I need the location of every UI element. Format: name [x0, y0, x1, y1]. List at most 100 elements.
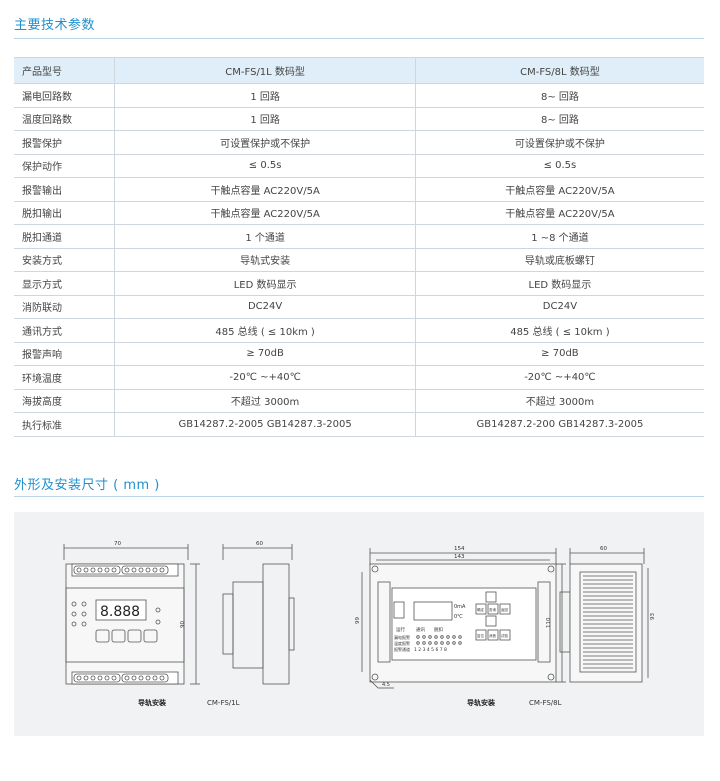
value-1l: ≥ 70dB: [114, 342, 416, 366]
dim-height-label: 90: [180, 621, 186, 628]
model-label-large: CM-FS/8L: [529, 699, 562, 707]
value-8l: ≤ 0.5s: [415, 154, 704, 178]
value-8l: 干触点容量 AC220V/5A: [415, 177, 704, 202]
table-row: 环境温度-20℃ ~+40℃-20℃ ~+40℃: [14, 365, 704, 390]
value-8l: ≥ 70dB: [415, 342, 704, 366]
param-name: 脱扣通道: [14, 224, 115, 249]
value-1l: 导轨式安装: [114, 248, 416, 272]
leak-alarm-row-label: 漏电报警: [394, 634, 410, 640]
value-1l: DC24V: [114, 295, 416, 319]
value-1l: ≤ 0.5s: [114, 154, 416, 178]
param-name: 环境温度: [14, 365, 115, 390]
unit-ma-label: 0mA: [454, 604, 466, 610]
trip-indicator-label: 脱扣: [434, 626, 443, 633]
dim-width-label: 70: [114, 541, 121, 547]
param-name: 温度回路数: [14, 107, 115, 131]
dim-hole-label: 4.5: [382, 682, 390, 688]
param-name: 报警声响: [14, 342, 115, 366]
value-8l: 8~ 回路: [415, 107, 704, 131]
value-8l: 可设置保护或不保护: [415, 130, 704, 155]
channel-numbers: 1 2 3 4 5 6 7 8: [414, 647, 447, 653]
section-title-dimensions: 外形及安装尺寸 ( mm ): [14, 478, 160, 493]
test-button-label: 试验: [501, 633, 509, 638]
header-model-1l: CM-FS/1L 数码型: [114, 57, 416, 84]
dim-side-height-label: 93: [650, 613, 656, 620]
value-1l: -20℃ ~+40℃: [114, 365, 416, 390]
temp-alarm-row-label: 温度报警: [394, 640, 410, 646]
led-indicators: [416, 635, 462, 645]
value-1l: 1 个通道: [114, 224, 416, 249]
value-1l: 可设置保护或不保护: [114, 130, 416, 155]
mute-button-label: 消音: [489, 633, 497, 638]
table-row: 报警声响≥ 70dB≥ 70dB: [14, 342, 704, 366]
param-name: 脱扣输出: [14, 201, 115, 225]
value-1l: LED 数码显示: [114, 271, 416, 296]
table-row: 安装方式导轨式安装导轨或底板螺钉: [14, 248, 704, 272]
value-8l: -20℃ ~+40℃: [415, 365, 704, 390]
value-1l: 1 回路: [114, 83, 416, 108]
param-name: 通讯方式: [14, 318, 115, 343]
value-8l: 1 ~8 个通道: [415, 224, 704, 249]
dim-depth-label: 60: [256, 541, 263, 547]
header-model-8l: CM-FS/8L 数码型: [415, 57, 704, 84]
return-button-label: 返回: [501, 607, 509, 612]
param-name: 漏电回路数: [14, 83, 115, 108]
value-1l: 485 总线 ( ≤ 10km ): [114, 318, 416, 343]
param-name: 执行标准: [14, 412, 115, 437]
dimension-drawing-panel: 70 8.888 90: [14, 512, 704, 736]
header-label: 产品型号: [14, 57, 115, 84]
large-module-side-view: 60 93: [559, 546, 656, 683]
param-name: 保护动作: [14, 154, 115, 178]
value-8l: LED 数码显示: [415, 271, 704, 296]
param-name: 报警输出: [14, 177, 115, 202]
value-1l: 1 回路: [114, 107, 416, 131]
value-1l: 干触点容量 AC220V/5A: [114, 177, 416, 202]
section-title-specs: 主要技术参数: [14, 18, 96, 33]
param-name: 安装方式: [14, 248, 115, 272]
run-indicator-label: 运行: [396, 626, 405, 633]
value-8l: 干触点容量 AC220V/5A: [415, 201, 704, 225]
table-row: 保护动作≤ 0.5s≤ 0.5s: [14, 154, 704, 178]
dim-inner-height-label: 99: [355, 617, 361, 624]
value-8l: 导轨或底板螺钉: [415, 248, 704, 272]
dim-inner-width-label: 143: [454, 554, 465, 560]
large-module-front-view: 154 143 0mA 0℃ 运行 通讯 脱扣 漏电报警 温度报警 报警通道 1…: [355, 546, 566, 689]
reset-button-label: 复位: [477, 633, 485, 638]
value-8l: GB14287.2-200 GB14287.3-2005: [415, 412, 704, 437]
param-name: 海拔高度: [14, 389, 115, 413]
model-label-small: CM-FS/1L: [207, 699, 240, 707]
seven-segment-display: 8.888: [100, 604, 140, 620]
install-label-small: 导轨安装: [138, 698, 166, 707]
value-8l: 不超过 3000m: [415, 389, 704, 413]
comm-indicator-label: 通讯: [416, 626, 425, 633]
value-1l: 干触点容量 AC220V/5A: [114, 201, 416, 225]
value-8l: DC24V: [415, 295, 704, 319]
param-name: 消防联动: [14, 295, 115, 319]
dim-outer-height-label: 110: [546, 617, 552, 628]
param-name: 报警保护: [14, 130, 115, 155]
install-label-large: 导轨安装: [467, 698, 495, 707]
section-divider: [14, 496, 704, 497]
dim-outer-width-label: 154: [454, 546, 465, 552]
param-name: 显示方式: [14, 271, 115, 296]
value-1l: GB14287.2-2005 GB14287.3-2005: [114, 412, 416, 437]
section-divider: [14, 38, 704, 39]
dimension-drawing: 70 8.888 90: [63, 541, 656, 707]
confirm-button-label: 确定: [477, 607, 485, 612]
value-8l: 8~ 回路: [415, 83, 704, 108]
query-button-label: 查询: [489, 607, 497, 612]
value-8l: 485 总线 ( ≤ 10km ): [415, 318, 704, 343]
dim-side-depth-label: 60: [600, 546, 607, 552]
table-row: 报警保护可设置保护或不保护可设置保护或不保护: [14, 130, 704, 155]
